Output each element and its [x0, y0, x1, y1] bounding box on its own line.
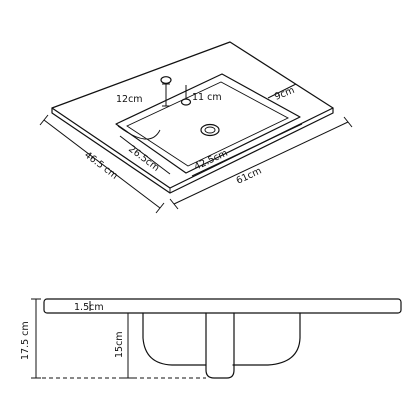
dim-42-5-label: 42.5cm — [193, 148, 230, 173]
basin-curve — [117, 125, 161, 140]
bowl-right — [232, 312, 301, 366]
dim-26-5-line — [119, 135, 171, 175]
basin-outline — [115, 73, 301, 174]
dim-61-line — [173, 121, 349, 205]
dim-9-label: 9cm — [273, 85, 296, 103]
overflow-hole-icon — [180, 98, 192, 106]
countertop-front-edge — [51, 107, 334, 194]
dim-15-label: 15cm — [114, 331, 125, 358]
dim-17-5-label: 17.5 cm — [20, 321, 31, 360]
dim-12-label: 12cm — [116, 94, 143, 105]
top-view: 12cm 11 cm 9cm 26.5cm 42.5cm 61cm 46.5 c… — [39, 41, 353, 214]
dim-61-tick-right — [343, 116, 353, 128]
dim-46-5-tick-bottom — [155, 202, 165, 214]
dim-26-5-label: 26.5cm — [126, 144, 161, 174]
dim-46-5-line — [43, 119, 161, 209]
drain-icon — [200, 123, 220, 137]
countertop-slab — [43, 298, 402, 314]
tap-hole-icon — [160, 76, 172, 84]
bowl-left — [142, 312, 207, 366]
dim-42-5-line — [191, 123, 303, 177]
drain-inner-ring — [204, 126, 216, 134]
drain-pipe — [205, 312, 235, 379]
dim-61-tick-left — [169, 198, 179, 210]
dim-9-line — [267, 83, 297, 99]
dim-1-5-label: 1.5cm — [74, 302, 104, 313]
basin-inner-contour — [126, 81, 289, 167]
dim-11-label: 11 cm — [192, 92, 222, 103]
side-view: 1.5cm 17.5 cm 15cm — [20, 298, 402, 379]
dim-46-5-tick-top — [39, 114, 49, 126]
